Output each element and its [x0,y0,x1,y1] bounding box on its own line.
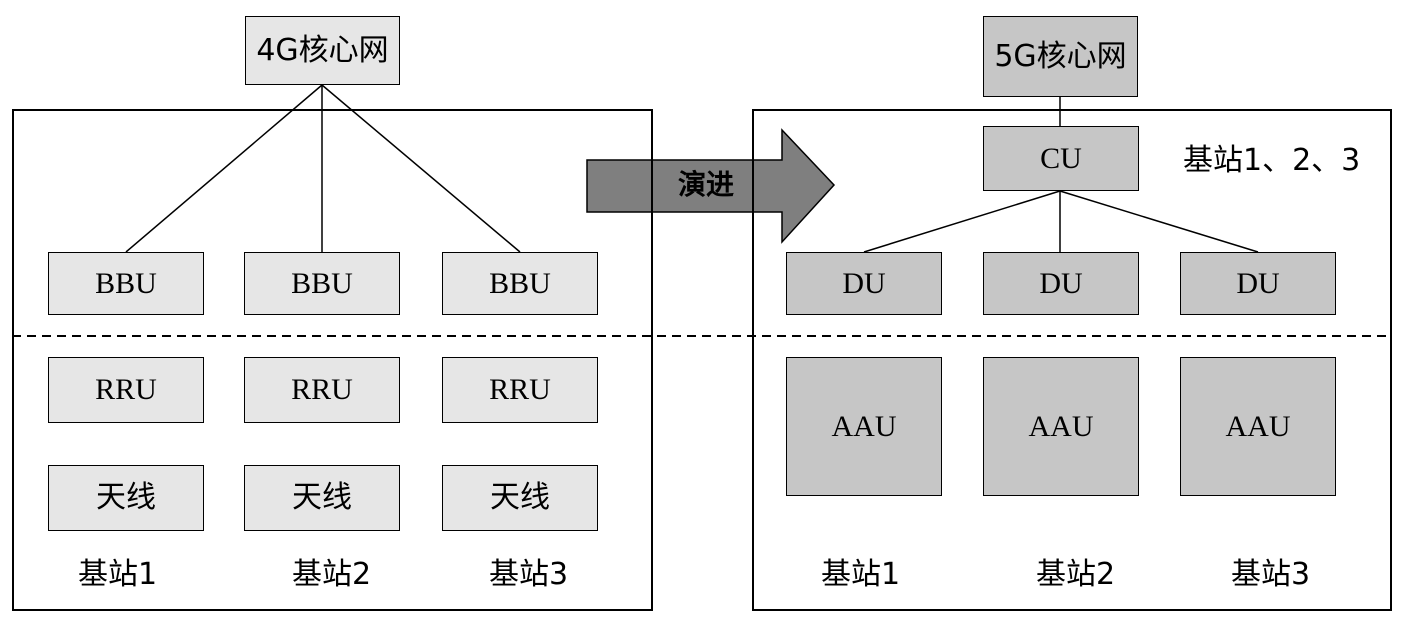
aau-1-label: AAU [831,409,897,443]
cu-label: CU [1040,141,1082,175]
du-2-label: DU [1039,266,1083,300]
du-3: DU [1180,252,1336,315]
core-5g-label: 5G核心网 [994,38,1127,74]
cu-shared-note: 基站1、2、3 [1183,143,1361,178]
core-4g: 4G核心网 [245,16,400,85]
lte-station-3-label: 基站3 [489,557,569,592]
aau-3-label: AAU [1225,409,1291,443]
aau-1: AAU [786,357,942,496]
antenna-2-label: 天线 [292,480,352,515]
rru-1-label: RRU [95,373,157,406]
nr-station-2-label: 基站2 [1036,557,1116,592]
link-4g-core-bbu3 [321,84,521,253]
nr-station-3-label: 基站3 [1231,557,1311,592]
antenna-3: 天线 [442,465,598,531]
core-4g-label: 4G核心网 [256,32,389,68]
evolution-label: 演进 [678,168,735,201]
bbu-3: BBU [442,252,598,315]
evolution-arrow [586,128,836,244]
aau-2: AAU [983,357,1139,496]
rru-3-label: RRU [489,373,551,406]
bbu-2-label: BBU [291,266,353,300]
bbu-3-label: BBU [489,266,551,300]
rru-2-label: RRU [291,373,353,406]
du-1: DU [786,252,942,315]
lte-station-1-label: 基站1 [78,557,158,592]
rru-3: RRU [442,357,598,423]
antenna-1-label: 天线 [96,480,156,515]
du-2: DU [983,252,1139,315]
rru-2: RRU [244,357,400,423]
bbu-2: BBU [244,252,400,315]
antenna-1: 天线 [48,465,204,531]
core-5g: 5G核心网 [983,16,1138,97]
link-cu-du3 [1059,190,1259,253]
lte-station-2-label: 基站2 [292,557,372,592]
rru-1: RRU [48,357,204,423]
link-cu-du1 [863,190,1061,253]
nr-frame [752,109,1392,611]
lte-frame [12,109,653,611]
aau-2-label: AAU [1028,409,1094,443]
bbu-1: BBU [48,252,204,315]
bbu-1-label: BBU [95,266,157,300]
du-1-label: DU [842,266,886,300]
antenna-3-label: 天线 [490,480,550,515]
antenna-2: 天线 [244,465,400,531]
aau-3: AAU [1180,357,1336,496]
nr-station-1-label: 基站1 [821,557,901,592]
du-3-label: DU [1236,266,1280,300]
cu-node: CU [983,126,1139,191]
link-4g-core-bbu1 [125,84,323,253]
